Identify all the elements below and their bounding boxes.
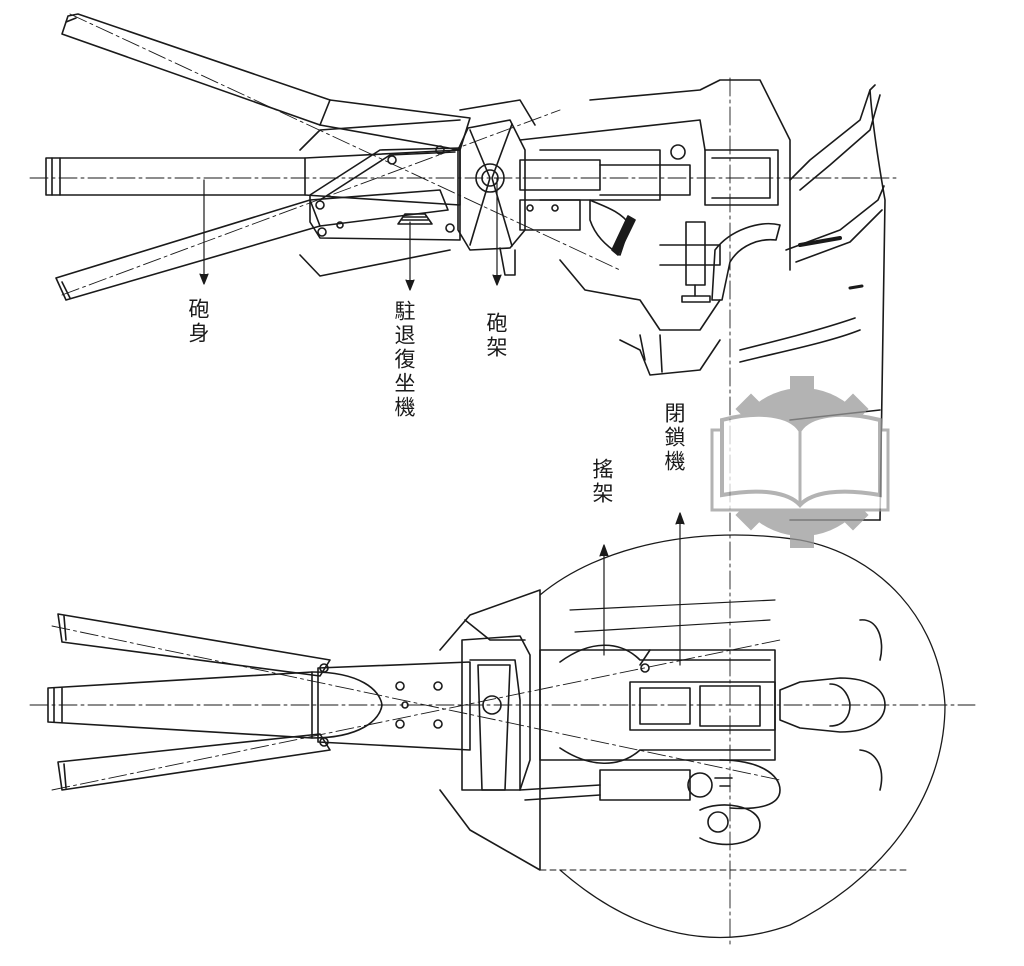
plan-handwheels <box>519 759 781 846</box>
plan-barrel-right <box>57 733 331 791</box>
label-recoil-mechanism: 駐退復坐機 <box>392 300 416 420</box>
plan-view <box>29 534 976 938</box>
plan-centerlines <box>29 625 976 791</box>
plan-carriage <box>439 589 541 871</box>
book-gear-logo-icon <box>710 376 890 548</box>
side-recoil-mechanism <box>299 119 461 277</box>
plan-traverse-arc <box>539 534 946 938</box>
plan-recoil-mechanism <box>317 661 471 751</box>
label-carriage: 砲架 <box>484 312 508 360</box>
plan-cradle <box>539 599 776 765</box>
plan-barrel-left <box>57 613 331 677</box>
plan-breech-rear <box>779 619 886 791</box>
side-barrel-depressed <box>55 189 449 301</box>
side-barrel <box>45 149 461 206</box>
leader-lines <box>199 177 685 666</box>
plan-barrel <box>47 671 383 739</box>
side-view <box>29 13 901 946</box>
label-breech-mechanism: 閉鎖機 <box>662 402 686 474</box>
side-carriage <box>457 99 536 276</box>
label-cradle: 搖架 <box>590 458 614 506</box>
side-barrel-elevated <box>61 13 471 151</box>
side-breech-mechanism <box>519 79 791 376</box>
label-barrel: 砲身 <box>186 298 210 346</box>
